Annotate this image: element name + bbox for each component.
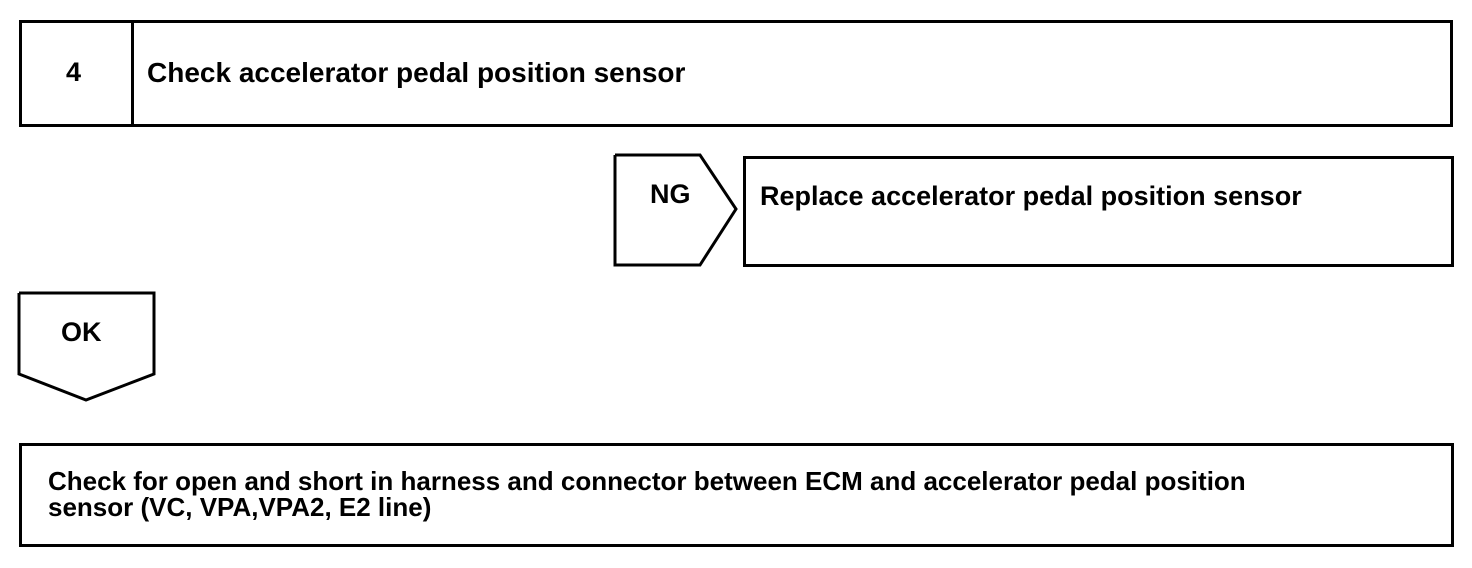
step-number-divider: [131, 20, 134, 127]
step-title: Check accelerator pedal position sensor: [147, 57, 686, 88]
ng-action-box: [743, 156, 1454, 267]
step-header-box: [19, 20, 1453, 127]
ok-label: OK: [61, 317, 102, 347]
ok-arrow-shape: [17, 291, 156, 402]
next-step-text-line2: sensor (VC, VPA,VPA2, E2 line): [48, 492, 432, 522]
ng-label: NG: [650, 179, 691, 209]
ng-arrow-shape: [613, 153, 738, 267]
step-number: 4: [66, 57, 82, 87]
next-step-text-line1: Check for open and short in harness and …: [48, 466, 1246, 496]
ng-action-text: Replace accelerator pedal position senso…: [760, 181, 1302, 211]
next-step-box: [19, 443, 1454, 547]
